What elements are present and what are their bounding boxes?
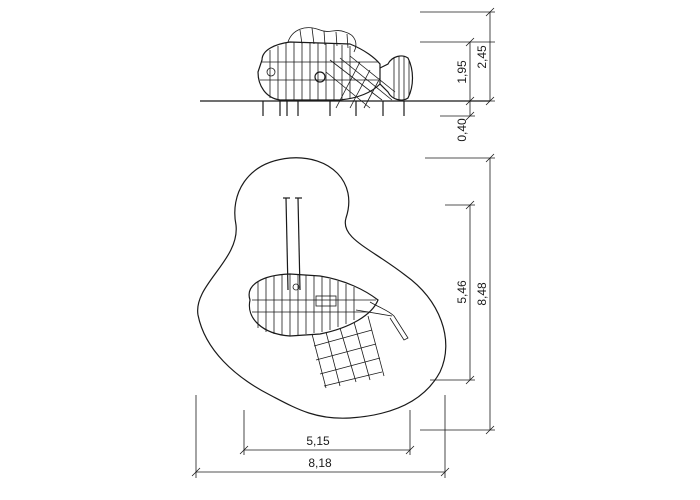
dim-height-upper: 1,95 (455, 60, 469, 84)
plan-view: 5,15 8,18 5,46 8,48 (191, 153, 495, 478)
posts-below-ground (262, 101, 405, 116)
dim-inner-length: 5,46 (455, 280, 469, 304)
dim-outer-width: 8,18 (308, 456, 332, 470)
safety-zone-outline (197, 157, 447, 419)
plan-dimension-lines (191, 153, 495, 478)
tail-fin-ribs (393, 56, 410, 100)
side-dimension-lines (420, 7, 495, 121)
porthole-window (314, 71, 326, 83)
fish-body-plan (248, 273, 379, 337)
dim-outer-length: 8,48 (475, 282, 489, 306)
fish-body-side (257, 41, 381, 101)
dim-height-total: 2,45 (475, 45, 489, 69)
dim-depth-below: 0,40 (455, 118, 469, 142)
tail-fin (379, 55, 414, 101)
fish-eye (266, 67, 276, 77)
side-elevation-view: 1,95 2,45 0,40 (200, 7, 495, 142)
climbing-net-plan (311, 315, 385, 389)
dorsal-fin (287, 27, 357, 53)
body-slats-plan (252, 274, 376, 336)
body-slats-side (260, 42, 378, 100)
dim-inner-width: 5,15 (306, 434, 330, 448)
support-rods (283, 197, 302, 291)
deck-plan (315, 295, 337, 307)
hatch-plan (292, 283, 300, 291)
tail-rope-plan (369, 301, 409, 341)
tail-rope-line (355, 309, 393, 317)
climbing-net-side (325, 55, 396, 109)
